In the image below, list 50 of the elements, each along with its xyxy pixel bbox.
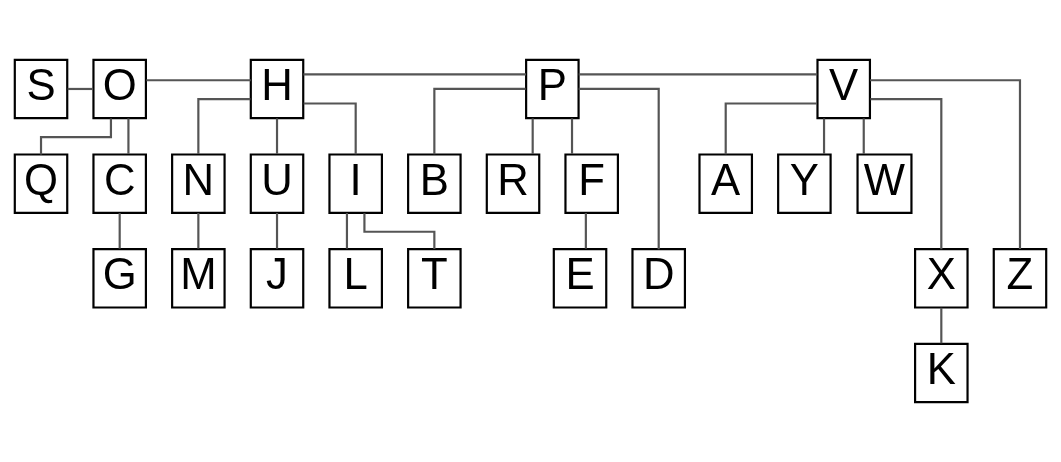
- node-box: V: [816, 58, 872, 120]
- node-box: U: [249, 153, 305, 214]
- connector: [578, 87, 660, 250]
- node-box: Q: [13, 153, 69, 214]
- connector: [570, 118, 574, 154]
- connector: [146, 79, 251, 82]
- connector: [584, 213, 587, 249]
- node-box: Z: [992, 248, 1048, 309]
- node-box: S: [13, 58, 69, 120]
- connector: [303, 102, 357, 155]
- connector: [870, 79, 1022, 250]
- connector: [67, 87, 94, 91]
- node-box: C: [92, 153, 147, 214]
- node-box: D: [631, 248, 686, 309]
- connector: [862, 118, 865, 154]
- node-box: O: [92, 58, 147, 120]
- connector: [433, 87, 526, 155]
- connector: [822, 118, 826, 154]
- connector: [724, 102, 817, 155]
- connector: [39, 118, 113, 155]
- node-box: F: [564, 153, 619, 214]
- node-box: J: [249, 248, 305, 309]
- node-box: W: [856, 153, 913, 214]
- node-box: T: [407, 248, 462, 309]
- connector: [531, 118, 534, 154]
- connector: [197, 98, 251, 155]
- node-box: N: [171, 153, 226, 214]
- node-box: Y: [777, 153, 832, 214]
- connector: [275, 118, 279, 154]
- connector: [275, 213, 279, 249]
- connector: [345, 213, 349, 249]
- connector: [940, 307, 943, 344]
- node-box: B: [407, 153, 462, 214]
- connector: [303, 73, 527, 76]
- node-box: K: [914, 342, 969, 404]
- node-box: H: [249, 58, 305, 120]
- connector: [127, 118, 130, 154]
- connector: [118, 213, 121, 249]
- node-box: I: [328, 153, 383, 214]
- connector: [870, 98, 943, 250]
- connector: [197, 213, 200, 249]
- node-box: E: [552, 248, 608, 309]
- node-box: R: [485, 153, 541, 214]
- connector: [578, 73, 818, 76]
- node-box: P: [525, 58, 580, 120]
- node-box: X: [914, 248, 969, 309]
- node-box: L: [328, 248, 383, 309]
- node-box: A: [698, 153, 754, 214]
- node-box: M: [171, 248, 226, 309]
- node-box: G: [92, 248, 147, 309]
